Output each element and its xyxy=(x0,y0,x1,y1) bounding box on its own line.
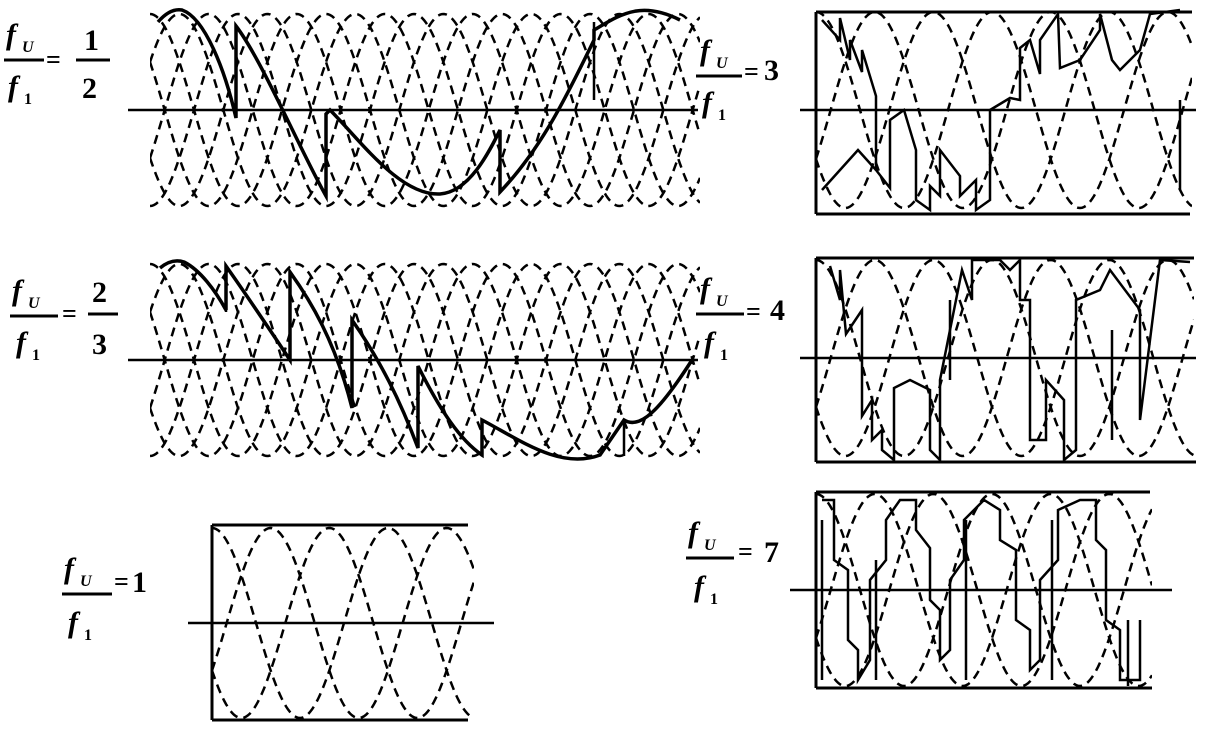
supply-phase-curve xyxy=(150,12,700,208)
label-value: 3 xyxy=(764,54,779,87)
supply-phase-curve xyxy=(150,262,700,458)
supply-phase-voltages xyxy=(212,526,474,720)
label-numerator-f: f xyxy=(700,272,713,305)
label-equals: = xyxy=(746,297,761,326)
label-numerator-sub: U xyxy=(716,55,729,72)
label-equals: = xyxy=(738,537,753,566)
output-voltage-waveform xyxy=(820,498,1142,686)
panel-ratio-one: f U f 1 = 1 xyxy=(62,523,494,722)
label-denominator-f: f xyxy=(8,70,21,103)
supply-phase-curve xyxy=(150,262,700,458)
ratio-label-two-thirds: f U f 1 = 2 3 xyxy=(10,274,118,364)
panel-ratio-four: f U f 1 = 4 xyxy=(696,256,1196,464)
label-denominator-sub: 1 xyxy=(720,347,728,364)
supply-phase-curve xyxy=(150,262,700,458)
label-numerator-f: f xyxy=(700,34,713,67)
supply-phase-curve xyxy=(816,258,1194,458)
ratio-label-one-half: f U f 1 = 1 2 xyxy=(4,18,110,108)
label-equals: = xyxy=(114,567,129,596)
supply-phase-curve xyxy=(150,12,700,208)
label-denominator-sub: 1 xyxy=(710,591,718,608)
label-numerator-sub: U xyxy=(28,295,41,312)
supply-phase-curve xyxy=(150,12,700,208)
output-voltage-waveform xyxy=(821,8,1182,213)
supply-phase-voltages xyxy=(816,258,1194,458)
ratio-label-four: f U f 1 = 4 xyxy=(696,272,785,364)
panel-ratio-three: f U f 1 = 3 xyxy=(696,8,1196,216)
label-denominator-sub: 1 xyxy=(24,91,32,108)
label-denominator-sub: 1 xyxy=(718,107,726,124)
label-value-numerator: 1 xyxy=(84,24,99,57)
output-voltage-waveform xyxy=(828,256,1191,464)
panel-ratio-two-thirds: f U f 1 = 2 3 xyxy=(10,259,700,461)
supply-phase-curve xyxy=(212,526,474,720)
label-denominator-f: f xyxy=(704,326,717,359)
supply-phase-curve xyxy=(816,492,1152,688)
supply-phase-curve xyxy=(212,526,474,720)
supply-phase-curve xyxy=(150,262,700,458)
output-voltage-waveform xyxy=(156,8,681,203)
label-numerator-sub: U xyxy=(80,573,93,590)
label-value: 4 xyxy=(770,294,785,327)
label-denominator-sub: 1 xyxy=(84,627,92,644)
supply-phase-curve xyxy=(150,12,700,208)
label-value-numerator: 2 xyxy=(92,276,107,309)
label-numerator-f: f xyxy=(688,516,701,549)
supply-phase-voltages xyxy=(816,10,1192,210)
panel-ratio-one-half: f U f 1 = 1 2 xyxy=(4,8,700,208)
label-numerator-sub: U xyxy=(22,39,35,56)
label-denominator-f: f xyxy=(694,570,707,603)
label-numerator-sub: U xyxy=(716,293,729,310)
label-value-denominator: 2 xyxy=(82,72,97,105)
ratio-label-seven: f U f 1 = 7 xyxy=(686,516,779,608)
supply-phase-curve xyxy=(816,258,1194,458)
supply-phase-curve xyxy=(150,12,700,208)
label-equals: = xyxy=(744,57,759,86)
supply-phase-curve xyxy=(816,492,1152,688)
ratio-label-three: f U f 1 = 3 xyxy=(696,34,779,124)
label-value: 1 xyxy=(132,566,147,599)
label-value-denominator: 3 xyxy=(92,328,107,361)
label-value: 7 xyxy=(764,536,779,569)
label-denominator-f: f xyxy=(702,86,715,119)
label-equals: = xyxy=(46,45,61,74)
output-voltage-waveform xyxy=(158,259,694,461)
supply-phase-curve xyxy=(816,10,1192,210)
panel-ratio-seven: f U f 1 = 7 xyxy=(686,490,1172,690)
supply-phase-curve xyxy=(150,262,700,458)
label-numerator-f: f xyxy=(6,18,19,51)
supply-phase-curve xyxy=(816,10,1192,210)
supply-phase-voltages xyxy=(150,262,700,458)
label-numerator-f: f xyxy=(12,274,25,307)
label-denominator-f: f xyxy=(16,326,29,359)
label-numerator-sub: U xyxy=(704,537,717,554)
label-equals: = xyxy=(62,299,77,328)
label-denominator-sub: 1 xyxy=(32,347,40,364)
label-numerator-f: f xyxy=(64,552,77,585)
label-denominator-f: f xyxy=(68,606,81,639)
ratio-label-one: f U f 1 = 1 xyxy=(62,552,147,644)
supply-phase-curve xyxy=(212,526,474,720)
supply-phase-curve xyxy=(150,262,700,458)
supply-phase-curve xyxy=(816,10,1192,210)
